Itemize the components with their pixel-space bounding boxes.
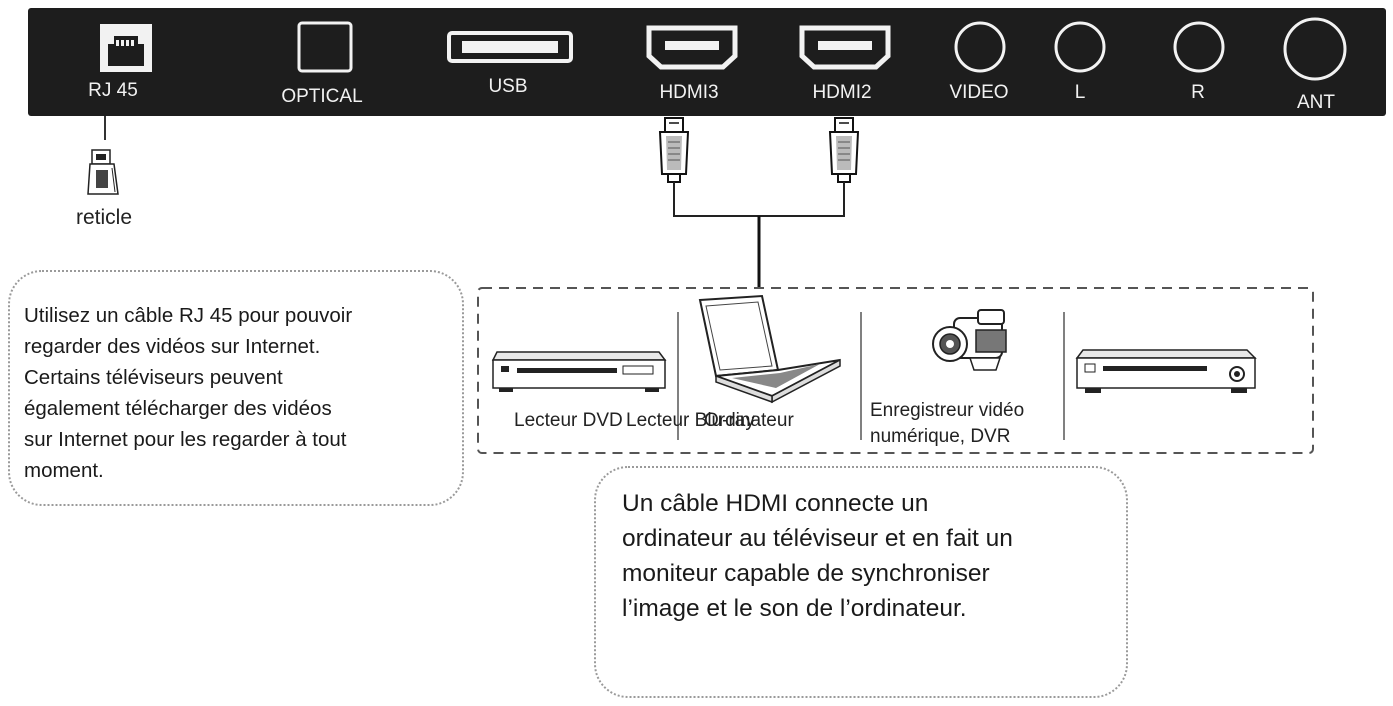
antenna-jack-icon xyxy=(1283,17,1347,81)
port-label-video: VIDEO xyxy=(949,82,1009,103)
hdmi-note-line: l’image et le son de l’ordinateur. xyxy=(622,595,967,622)
hdmi-cable-plug-right xyxy=(828,117,860,183)
port-label-r: R xyxy=(1191,82,1205,103)
optical-port-icon xyxy=(297,21,353,73)
dvd-player-icon xyxy=(491,351,667,392)
hdmi-cable-plug-left xyxy=(658,117,690,183)
port-label-hdmi2: HDMI2 xyxy=(812,82,872,103)
device-label-bluray: Lecteur Blu-ray xyxy=(626,410,755,431)
dvr-label-line: numérique, DVR xyxy=(870,426,1011,447)
laptop-icon xyxy=(698,294,841,404)
rj45-note: Utilisez un câble RJ 45 pour pouvoir reg… xyxy=(8,270,464,506)
dvr-label-line: Enregistreur vidéo xyxy=(870,400,1025,421)
port-label-rj45: RJ 45 xyxy=(88,80,138,101)
rj45-port-icon xyxy=(100,24,152,72)
port-label-usb: USB xyxy=(488,76,528,97)
device-label-dvd: Lecteur DVD xyxy=(514,410,623,431)
device-label-dvr: Enregistreur vidéo numérique, DVR xyxy=(870,398,1024,450)
hdmi2-port-icon xyxy=(799,25,891,70)
device-label-computer: Ordinateur xyxy=(704,410,794,431)
hdmi-note-line: Un câble HDMI connecte un xyxy=(622,490,929,517)
rj45-note-line: également télécharger des vidéos xyxy=(24,397,332,420)
audio-left-jack-icon xyxy=(1054,21,1106,73)
rj45-note-line: Certains téléviseurs peuvent xyxy=(24,366,283,389)
port-label-ant: ANT xyxy=(1297,92,1335,113)
rj45-note-line: moment. xyxy=(24,459,104,482)
port-label-l: L xyxy=(1074,82,1086,103)
hdmi-cable-bracket xyxy=(673,182,845,217)
hdmi3-port-icon xyxy=(646,25,738,70)
rj45-note-line: Utilisez un câble RJ 45 pour pouvoir xyxy=(24,304,353,327)
camcorder-icon xyxy=(932,309,1007,371)
device-frame xyxy=(477,287,1314,454)
audio-right-jack-icon xyxy=(1173,21,1225,73)
video-jack-icon xyxy=(954,21,1006,73)
reticle-label: reticle xyxy=(76,206,133,229)
tv-back-panel: RJ 45 OPTICAL USB HDMI3 HDMI2 VIDEO L R … xyxy=(28,8,1386,116)
port-label-hdmi3: HDMI3 xyxy=(659,82,719,103)
set-top-box-icon xyxy=(1075,349,1257,393)
usb-port-icon xyxy=(447,31,573,63)
hdmi-note: Un câble HDMI connecte un ordinateur au … xyxy=(594,466,1128,698)
hdmi-note-line: ordinateur au téléviseur et en fait un xyxy=(622,525,1013,552)
hdmi-note-line: moniteur capable de synchroniser xyxy=(622,560,990,587)
network-plug-icon xyxy=(87,149,119,195)
rj45-note-line: regarder des vidéos sur Internet. xyxy=(24,335,321,358)
rj45-note-line: sur Internet pour les regarder à tout xyxy=(24,428,347,451)
port-label-optical: OPTICAL xyxy=(281,86,363,107)
